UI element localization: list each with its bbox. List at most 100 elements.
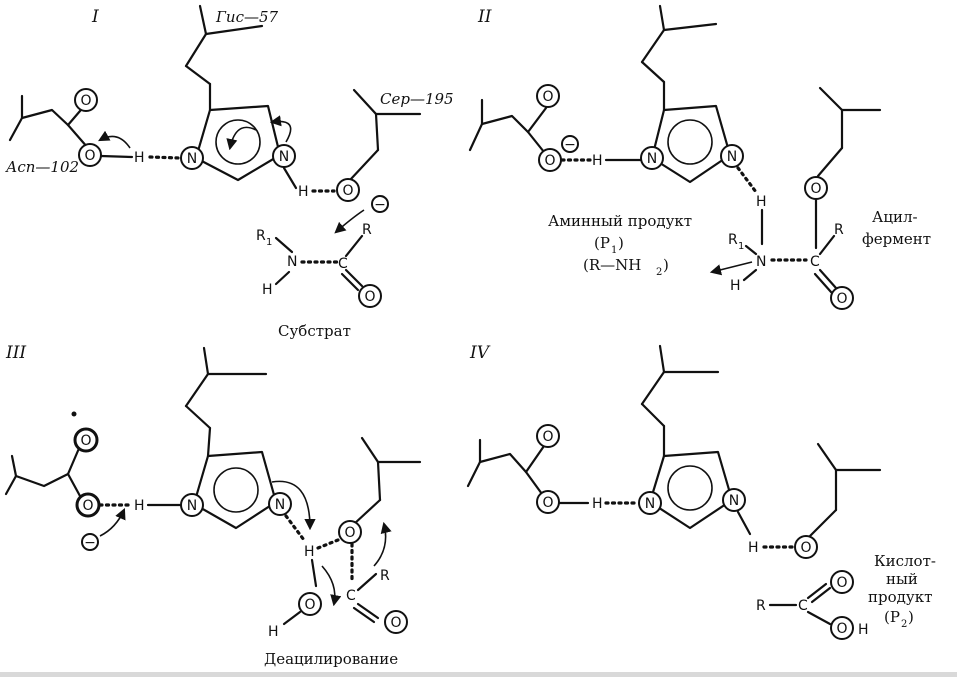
asp-102-residue: O O — [466, 424, 560, 514]
bottom-border — [0, 672, 957, 677]
r1-label: R — [728, 232, 738, 248]
r1-subscript: 1 — [738, 241, 744, 252]
p1-label: (P — [594, 234, 610, 252]
his-nitrogen-1: N — [187, 151, 197, 167]
h-atom: H — [748, 540, 759, 556]
amine-formula: (R—NH — [583, 256, 641, 274]
acid-r: R — [756, 598, 766, 614]
asp-oxygen-2: O — [84, 148, 95, 164]
amine-product: R 1 N H Аминный продукт (P 1 ) (R—NH 2 ) — [548, 212, 766, 294]
water-h-2: H — [268, 624, 279, 640]
acyl-label-2: фермент — [862, 230, 931, 248]
his-nitrogen-2: N — [279, 149, 289, 165]
p2-label: (P — [884, 608, 900, 626]
amine-close: ) — [663, 256, 669, 274]
asp-oxygen-2: O — [82, 498, 93, 514]
r1-label: R — [256, 228, 266, 244]
acid-h: H — [858, 622, 869, 638]
his-57-residue: Гис—57 N N — [180, 4, 296, 182]
ser-oxygen: O — [342, 183, 353, 199]
acid-label-1: Кислот- — [874, 552, 936, 570]
amine-product-label: Аминный продукт — [548, 212, 692, 230]
asp-oxygen-1: O — [80, 93, 91, 109]
his-nitrogen-1: N — [187, 498, 197, 514]
his-nitrogen-1: N — [645, 496, 655, 512]
his-57-residue: N N — [640, 4, 744, 184]
h-atom: H — [298, 184, 309, 200]
asp-102-label: Асп—102 — [5, 158, 79, 176]
substrate-h: H — [262, 282, 273, 298]
his-nitrogen-2: N — [727, 149, 737, 165]
his-57-residue: N N — [180, 346, 316, 531]
his-nitrogen-2: N — [729, 493, 739, 509]
acid-oxygen-1: O — [836, 575, 847, 591]
p2-close: ) — [908, 608, 914, 626]
asp-102-residue: O O Асп—102 — [5, 88, 102, 176]
acid-carbon: C — [798, 598, 808, 614]
water-h-1: H — [304, 544, 315, 560]
h-atom: H — [756, 194, 767, 210]
ser-195-acyl: O C R O — [338, 436, 422, 634]
h-atom: H — [134, 150, 145, 166]
panel-2-numeral: II — [477, 7, 492, 27]
amine-nitrogen: N — [756, 254, 766, 270]
substrate-label: Субстрат — [278, 322, 351, 340]
h-atom: H — [592, 496, 603, 512]
acyl-carbon: C — [346, 588, 356, 604]
ser-oxygen: O — [344, 525, 355, 541]
asp-oxygen-2: O — [544, 153, 555, 169]
p2-subscript: 2 — [901, 619, 907, 630]
panel-4: IV O O H N N H — [466, 343, 936, 640]
panel-2: II O O − H N N H — [468, 4, 931, 310]
acyl-oxygen: O — [836, 291, 847, 307]
panel-3: III O O − H N N — [4, 343, 422, 668]
acyl-carbon: C — [810, 254, 820, 270]
panel-1-numeral: I — [91, 7, 99, 27]
panel-4-numeral: IV — [469, 343, 491, 363]
substrate-carbon: C — [338, 256, 348, 272]
substrate-oxygen: O — [364, 289, 375, 305]
acid-oxygen-2: O — [836, 621, 847, 637]
h-atom: H — [134, 498, 145, 514]
his-57-label: Гис—57 — [215, 8, 279, 26]
substrate-molecule: R 1 N H C R O Субстрат — [256, 222, 382, 340]
negative-charge: − — [84, 535, 96, 551]
asp-102-residue: O O − — [4, 411, 126, 551]
water-oxygen: O — [304, 597, 315, 613]
acyl-label-1: Ацил- — [872, 208, 918, 226]
acid-product: R C O O H Кислот- ный продукт (P 2 ) — [756, 552, 936, 640]
acyl-r: R — [380, 568, 390, 584]
acid-label-3: продукт — [868, 588, 932, 606]
substrate-nitrogen: N — [287, 254, 297, 270]
negative-charge: − — [374, 197, 386, 213]
his-nitrogen-2: N — [275, 497, 285, 513]
acid-label-2: ный — [886, 570, 918, 588]
asp-oxygen-1: O — [542, 429, 553, 445]
panel-1: I O O Асп—102 H Гис—57 N — [5, 4, 454, 340]
water-molecule: O H — [268, 565, 342, 640]
ser-195-label: Сер—195 — [380, 90, 454, 108]
negative-charge: − — [564, 137, 576, 153]
asp-oxygen-2: O — [542, 495, 553, 511]
ser-oxygen: O — [800, 540, 811, 556]
h-atom: H — [592, 153, 603, 169]
panel-3-numeral: III — [5, 343, 26, 363]
his-nitrogen-1: N — [647, 151, 657, 167]
ser-195-residue: Сер—195 O − — [334, 88, 454, 234]
p1-close: ) — [618, 234, 624, 252]
r1-subscript: 1 — [266, 237, 272, 248]
substrate-r: R — [362, 222, 372, 238]
amine-subscript: 2 — [656, 267, 662, 278]
asp-oxygen-1: O — [80, 433, 91, 449]
asp-oxygen-1: O — [542, 89, 553, 105]
ser-195-residue: O — [794, 442, 882, 559]
p1-subscript: 1 — [611, 245, 617, 256]
amine-h: H — [730, 278, 741, 294]
deacylation-label: Деацилирование — [264, 650, 398, 668]
his-57-residue: N N — [638, 344, 746, 530]
acyl-enzyme: O C R O Ацил- фермент — [770, 86, 931, 310]
acyl-r: R — [834, 222, 844, 238]
asp-102-residue: O O − — [468, 84, 579, 172]
acyl-oxygen: O — [390, 615, 401, 631]
